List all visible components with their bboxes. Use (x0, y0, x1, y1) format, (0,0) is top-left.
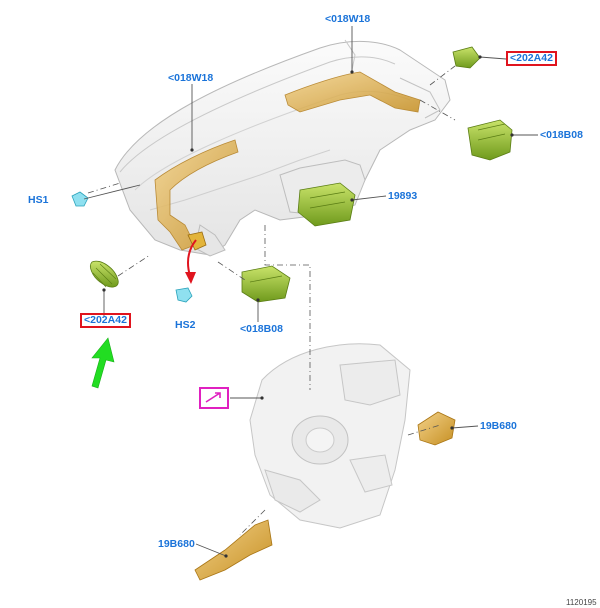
sensor-hs1 (71, 191, 89, 207)
left-side-duct (154, 139, 239, 251)
center-vent (297, 182, 356, 227)
leader-dots (102, 55, 514, 558)
label-floor-duct-left: 19B680 (158, 538, 195, 550)
red-curved-arrow-icon (185, 239, 197, 284)
drawing-code: 1120195 (566, 598, 597, 607)
hvac-module (249, 343, 411, 529)
vent-slat (309, 201, 346, 209)
leader-lines (83, 26, 538, 557)
label-vent-right: <018B08 (540, 129, 583, 141)
label-sensor-hs2: HS2 (175, 319, 196, 331)
label-sensor-hs1: HS1 (28, 194, 49, 206)
routing-lines (87, 65, 456, 536)
vent-slat (309, 191, 346, 199)
magnify-view-icon[interactable] (199, 387, 229, 409)
vent-slat (249, 275, 283, 283)
upper-defrost-duct (284, 71, 421, 113)
floor-duct-left (194, 519, 273, 581)
label-vent-bottom: <018B08 (240, 323, 283, 335)
lower-left-vent (241, 265, 291, 303)
label-duct-left: <018W18 (168, 72, 214, 84)
label-duct-top: <018W18 (325, 13, 371, 25)
vent-slat (477, 133, 506, 141)
label-floor-duct-right: 19B680 (480, 420, 517, 432)
module-top-right (452, 46, 481, 69)
label-module-top-right: <202A42 (506, 51, 557, 66)
vent-slat (477, 123, 506, 131)
left-grille (90, 260, 119, 288)
sensor-hs2 (175, 287, 193, 303)
label-grille-left: <202A42 (80, 313, 131, 328)
label-center-vent: 19893 (388, 190, 418, 202)
floor-duct-right (417, 411, 456, 446)
green-pointer-arrow-icon (91, 337, 115, 389)
right-side-vent (467, 119, 513, 161)
grille-mesh (92, 263, 117, 288)
